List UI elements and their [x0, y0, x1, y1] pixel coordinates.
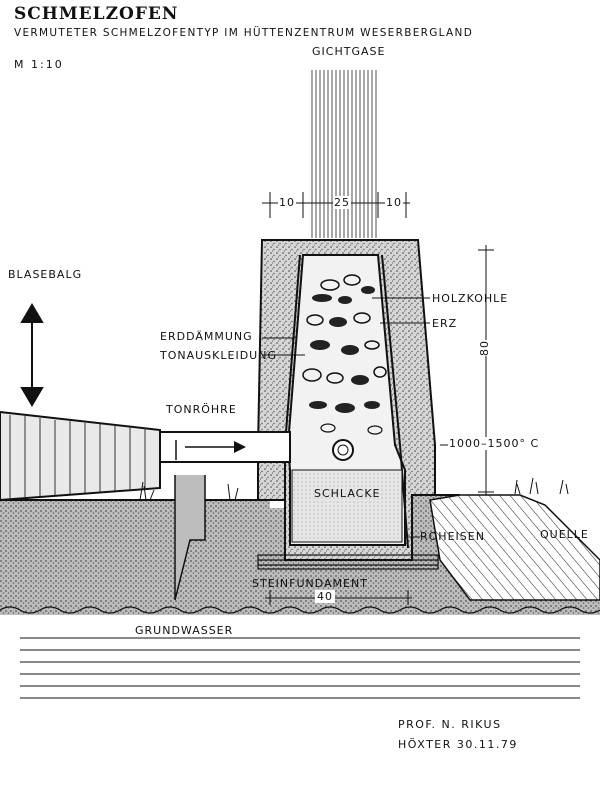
dim-wall-left: 10	[278, 196, 296, 209]
groundwater-lines	[20, 637, 580, 699]
grass-tufts	[139, 477, 569, 501]
label-temperature: 1000–1500° C	[448, 437, 541, 450]
embankment-right	[429, 494, 600, 601]
clay-pipe	[159, 431, 291, 463]
slag-pool	[291, 469, 403, 543]
label-tonauskleidung: TONAUSKLEIDUNG	[160, 349, 277, 362]
stone-foundation	[257, 554, 439, 570]
label-grundwasser: GRUNDWASSER	[135, 624, 234, 637]
exhaust-gas-lines	[311, 70, 377, 238]
place-date-credit: HÖXTER 30.11.79	[398, 738, 518, 751]
label-schlacke: SCHLACKE	[314, 487, 381, 500]
label-gichtgase: GICHTGASE	[312, 45, 386, 58]
scale-label: M 1:10	[14, 58, 64, 71]
label-quelle: QUELLE	[540, 528, 589, 541]
charcoal-ore-fill	[302, 274, 387, 435]
tuyere-opening	[332, 439, 354, 461]
leader-lines	[262, 297, 430, 538]
author-credit: PROF. N. RIKUS	[398, 718, 502, 731]
label-holzkohle: HOLZKOHLE	[432, 292, 509, 305]
label-erz: ERZ	[432, 317, 458, 330]
clay-lining-right	[381, 254, 409, 549]
label-blasebalg: BLASEBALG	[8, 268, 83, 281]
dim-shaft: 25	[333, 196, 351, 209]
foundation-dimension-line	[265, 590, 412, 605]
bellows	[0, 410, 161, 502]
dim-wall-right: 10	[385, 196, 403, 209]
label-erddammung: ERDDÄMMUNG	[160, 330, 253, 343]
label-steinfundament: STEINFUNDAMENT	[252, 577, 368, 590]
diagram-subtitle: VERMUTETER SCHMELZOFENTYP IM HÜTTENZENTR…	[14, 27, 474, 39]
groundwater-waves	[0, 606, 600, 614]
dim-foundation: 40	[315, 590, 335, 603]
height-dimension-line	[440, 245, 500, 495]
bellows-motion-arrow	[20, 303, 44, 407]
diagram-title: SCHMELZOFEN	[14, 4, 179, 24]
dim-height: 80	[478, 340, 491, 356]
label-roheisen: ROHEISEN	[420, 530, 485, 543]
label-tonrohre: TONRÖHRE	[166, 403, 237, 416]
bellows-stake	[174, 475, 206, 601]
